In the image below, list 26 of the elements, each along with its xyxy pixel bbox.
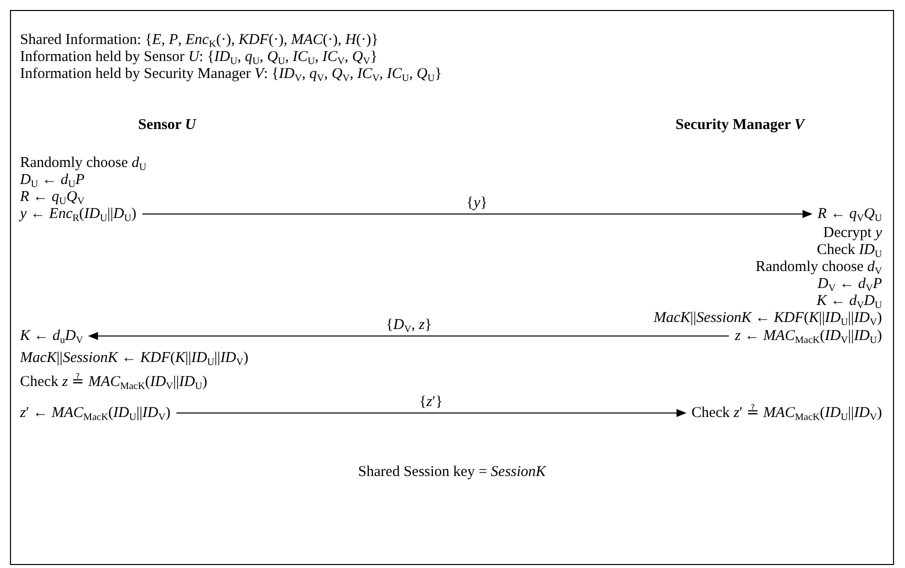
protocol-step: D$_{V}$ ← d$_{V}$P [818,275,882,293]
protocol-step: MacK||SessionK ← KDF(K||ID$_{U}$||ID$_{V}$) [654,309,882,327]
protocol-step: z ← MAC$_{MacK}$(ID$_{V}$||ID$_{U}$) [734,327,882,345]
protocol-step: R ← q$_{V}$Q$_{U}$ [818,205,882,223]
column-header: Sensor U [138,116,196,134]
summary-text: Shared Session key = SessionK [358,463,546,481]
protocol-step: K ← d$_{V}$D$_{U}$ [816,292,882,310]
protocol-step: Check z ≟ MAC$_{MacK}$(ID$_{V}$||ID$_{U}$) [20,373,208,391]
protocol-step: R ← q$_{U}$Q$_{V}$ [20,188,84,206]
message-arrow [142,210,813,218]
info-text: Information held by Sensor U: {ID$_{U}$, q$_{U}$, Q$_{U}$, IC$_{U}$, IC$_{V}$, Q$_{V}$} [20,48,378,66]
column-header: Security Manager V [676,116,804,134]
message-arrow [88,332,730,340]
protocol-step: Decrypt y [823,224,882,242]
protocol-step: D$_{U}$ ← d$_{U}$P [20,171,84,189]
protocol-step: Check ID$_{U}$ [816,241,882,259]
protocol-step: K ← d$_{u}$D$_{V}$ [20,327,84,345]
info-text: Information held by Security Manager V: {ID$_{V}$, q$_{V}$, Q$_{V}$, IC$_{V}$, IC$_{U}$, Q$_{U}$} [20,65,442,83]
protocol-step: Randomly choose d$_{V}$ [756,258,882,276]
message-arrow [176,409,686,417]
info-text: Shared Information: {E, P, Enc$_{K}$(·), KDF(·), MAC(·), H(·)} [20,31,378,49]
protocol-step: Check z′ ≟ MAC$_{MacK}$(ID$_{U}$||ID$_{V}$) [691,404,882,422]
protocol-step: y ← Enc$_{R}$(ID$_{U}$||D$_{U}$) [20,205,136,223]
protocol-step: MacK||SessionK ← KDF(K||ID$_{U}$||ID$_{V}$) [20,349,248,367]
protocol-step: z′ ← MAC$_{MacK}$(ID$_{U}$||ID$_{V}$) [20,404,170,422]
protocol-step: Randomly choose d$_{U}$ [20,154,146,172]
